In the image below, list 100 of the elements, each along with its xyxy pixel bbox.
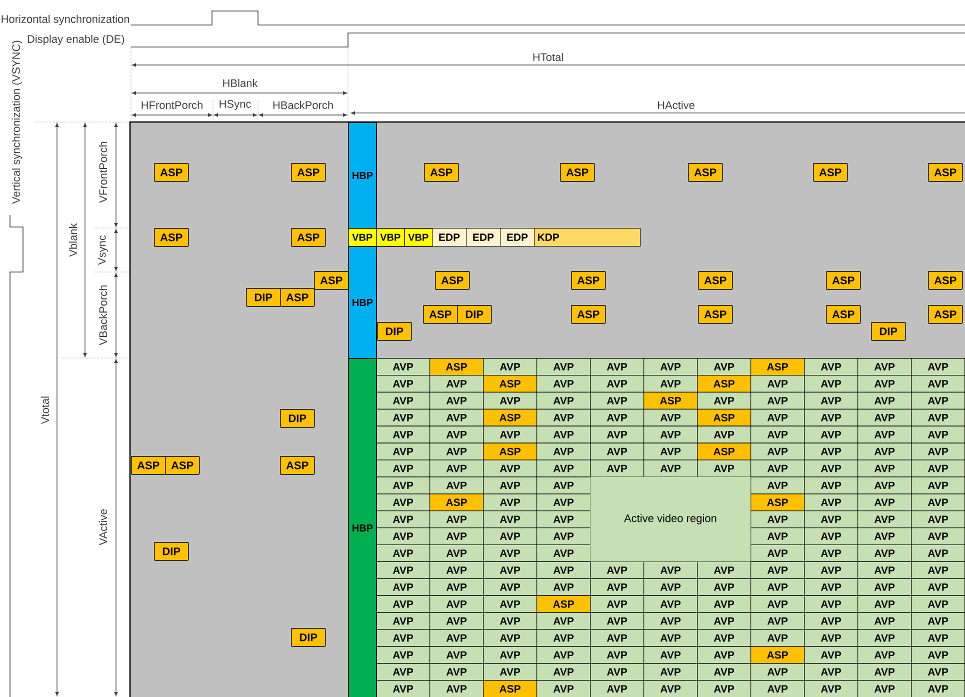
packet-box: ASP [571, 305, 606, 324]
grid-cell: AVP [430, 595, 484, 613]
grid-cell: AVP [804, 561, 858, 579]
grid-cell: AVP [911, 646, 965, 664]
packet-box: DIP [457, 305, 492, 324]
packet-box: ASP [813, 163, 848, 182]
grid-cell: AVP [750, 528, 805, 546]
grid-cell: AVP [858, 528, 912, 546]
packet-box: EDP [432, 228, 466, 246]
grid-cell: AVP [911, 612, 965, 630]
grid-cell: AVP [804, 629, 858, 647]
porch-bar: HBP [348, 246, 377, 359]
grid-cell: AVP [376, 374, 430, 392]
grid-cell: AVP [430, 408, 484, 426]
packet-box: ASP [826, 271, 861, 290]
grid-cell: AVP [750, 460, 805, 478]
grid-cell: ASP [483, 374, 538, 392]
packet-box: ASP [424, 163, 459, 182]
grid-cell: AVP [376, 528, 430, 546]
grid-cell: AVP [536, 544, 591, 562]
grid-cell: AVP [804, 544, 858, 562]
grid-cell: AVP [697, 629, 752, 647]
signal-label: Horizontal synchronization [2, 14, 130, 26]
grid-cell: AVP [858, 426, 912, 444]
grid-cell: AVP [376, 595, 430, 613]
grid-cell: AVP [858, 595, 912, 613]
grid-cell: AVP [804, 494, 858, 512]
grid-cell: ASP [750, 494, 805, 512]
grid-cell: AVP [590, 561, 644, 579]
grid-cell: AVP [483, 544, 538, 562]
grid-cell: AVP [858, 680, 912, 697]
grid-cell: AVP [536, 528, 591, 546]
grid-cell: AVP [483, 460, 538, 478]
grid-cell: AVP [483, 358, 538, 376]
grid-cell: AVP [430, 476, 484, 494]
porch-bar: HBP [348, 358, 377, 697]
grid-cell: AVP [376, 460, 430, 478]
grid-cell: AVP [750, 595, 805, 613]
grid-cell: AVP [804, 595, 858, 613]
packet-box: DIP [246, 288, 281, 307]
grid-cell: AVP [858, 578, 912, 596]
grid-cell: AVP [750, 612, 805, 630]
packet-box: ASP [154, 228, 189, 247]
packet-box: DIP [280, 409, 315, 428]
grid-cell: AVP [483, 476, 538, 494]
grid-cell: AVP [804, 374, 858, 392]
grid-cell: AVP [697, 612, 752, 630]
grid-cell: AVP [430, 612, 484, 630]
grid-cell: AVP [911, 544, 965, 562]
grid-cell: AVP [750, 442, 805, 460]
packet-box: ASP [928, 305, 963, 324]
grid-cell: AVP [483, 663, 538, 681]
grid-cell: AVP [483, 510, 538, 528]
grid-cell: AVP [536, 460, 591, 478]
grid-cell: AVP [536, 663, 591, 681]
grid-cell: AVP [911, 460, 965, 478]
grid-cell: AVP [483, 646, 538, 664]
grid-cell: AVP [858, 476, 912, 494]
grid-cell: AVP [483, 392, 538, 410]
grid-cell: AVP [483, 528, 538, 546]
packet-box: ASP [423, 305, 458, 324]
grid-cell: AVP [430, 392, 484, 410]
grid-cell: AVP [697, 358, 752, 376]
grid-cell: AVP [911, 392, 965, 410]
grid-cell: AVP [376, 561, 430, 579]
packet-box: ASP [928, 163, 963, 182]
grid-cell: AVP [697, 595, 752, 613]
grid-cell: AVP [750, 392, 805, 410]
grid-cell: AVP [804, 442, 858, 460]
grid-cell: AVP [750, 510, 805, 528]
grid-cell: AVP [858, 561, 912, 579]
dimension-label: HActive [658, 100, 694, 110]
grid-cell: ASP [697, 374, 752, 392]
grid-cell: AVP [590, 392, 644, 410]
grid-cell: AVP [858, 646, 912, 664]
grid-cell: AVP [804, 392, 858, 410]
grid-cell: AVP [376, 544, 430, 562]
grid-cell: AVP [376, 358, 430, 376]
grid-cell: AVP [911, 426, 965, 444]
dimension-label: HBlank [223, 78, 258, 88]
packet-box: DIP [377, 322, 412, 341]
packet-box: ASP [280, 288, 315, 307]
grid-cell: AVP [590, 680, 644, 697]
grid-cell: AVP [590, 374, 644, 392]
grid-cell: AVP [376, 442, 430, 460]
signal-label: Display enable (DE) [28, 34, 124, 46]
packet-box: ASP [435, 271, 470, 290]
grid-cell: AVP [804, 476, 858, 494]
grid-cell: AVP [804, 408, 858, 426]
packet-box: DIP [871, 322, 906, 341]
grid-cell: AVP [644, 629, 698, 647]
packet-box: ASP [291, 163, 326, 182]
grid-cell: AVP [750, 476, 805, 494]
grid-cell: ASP [483, 680, 538, 697]
grid-cell: AVP [536, 374, 591, 392]
grid-cell: AVP [858, 374, 912, 392]
grid-cell: AVP [430, 561, 484, 579]
grid-cell: AVP [536, 578, 591, 596]
packet-box: ASP [560, 163, 595, 182]
grid-cell: AVP [430, 528, 484, 546]
